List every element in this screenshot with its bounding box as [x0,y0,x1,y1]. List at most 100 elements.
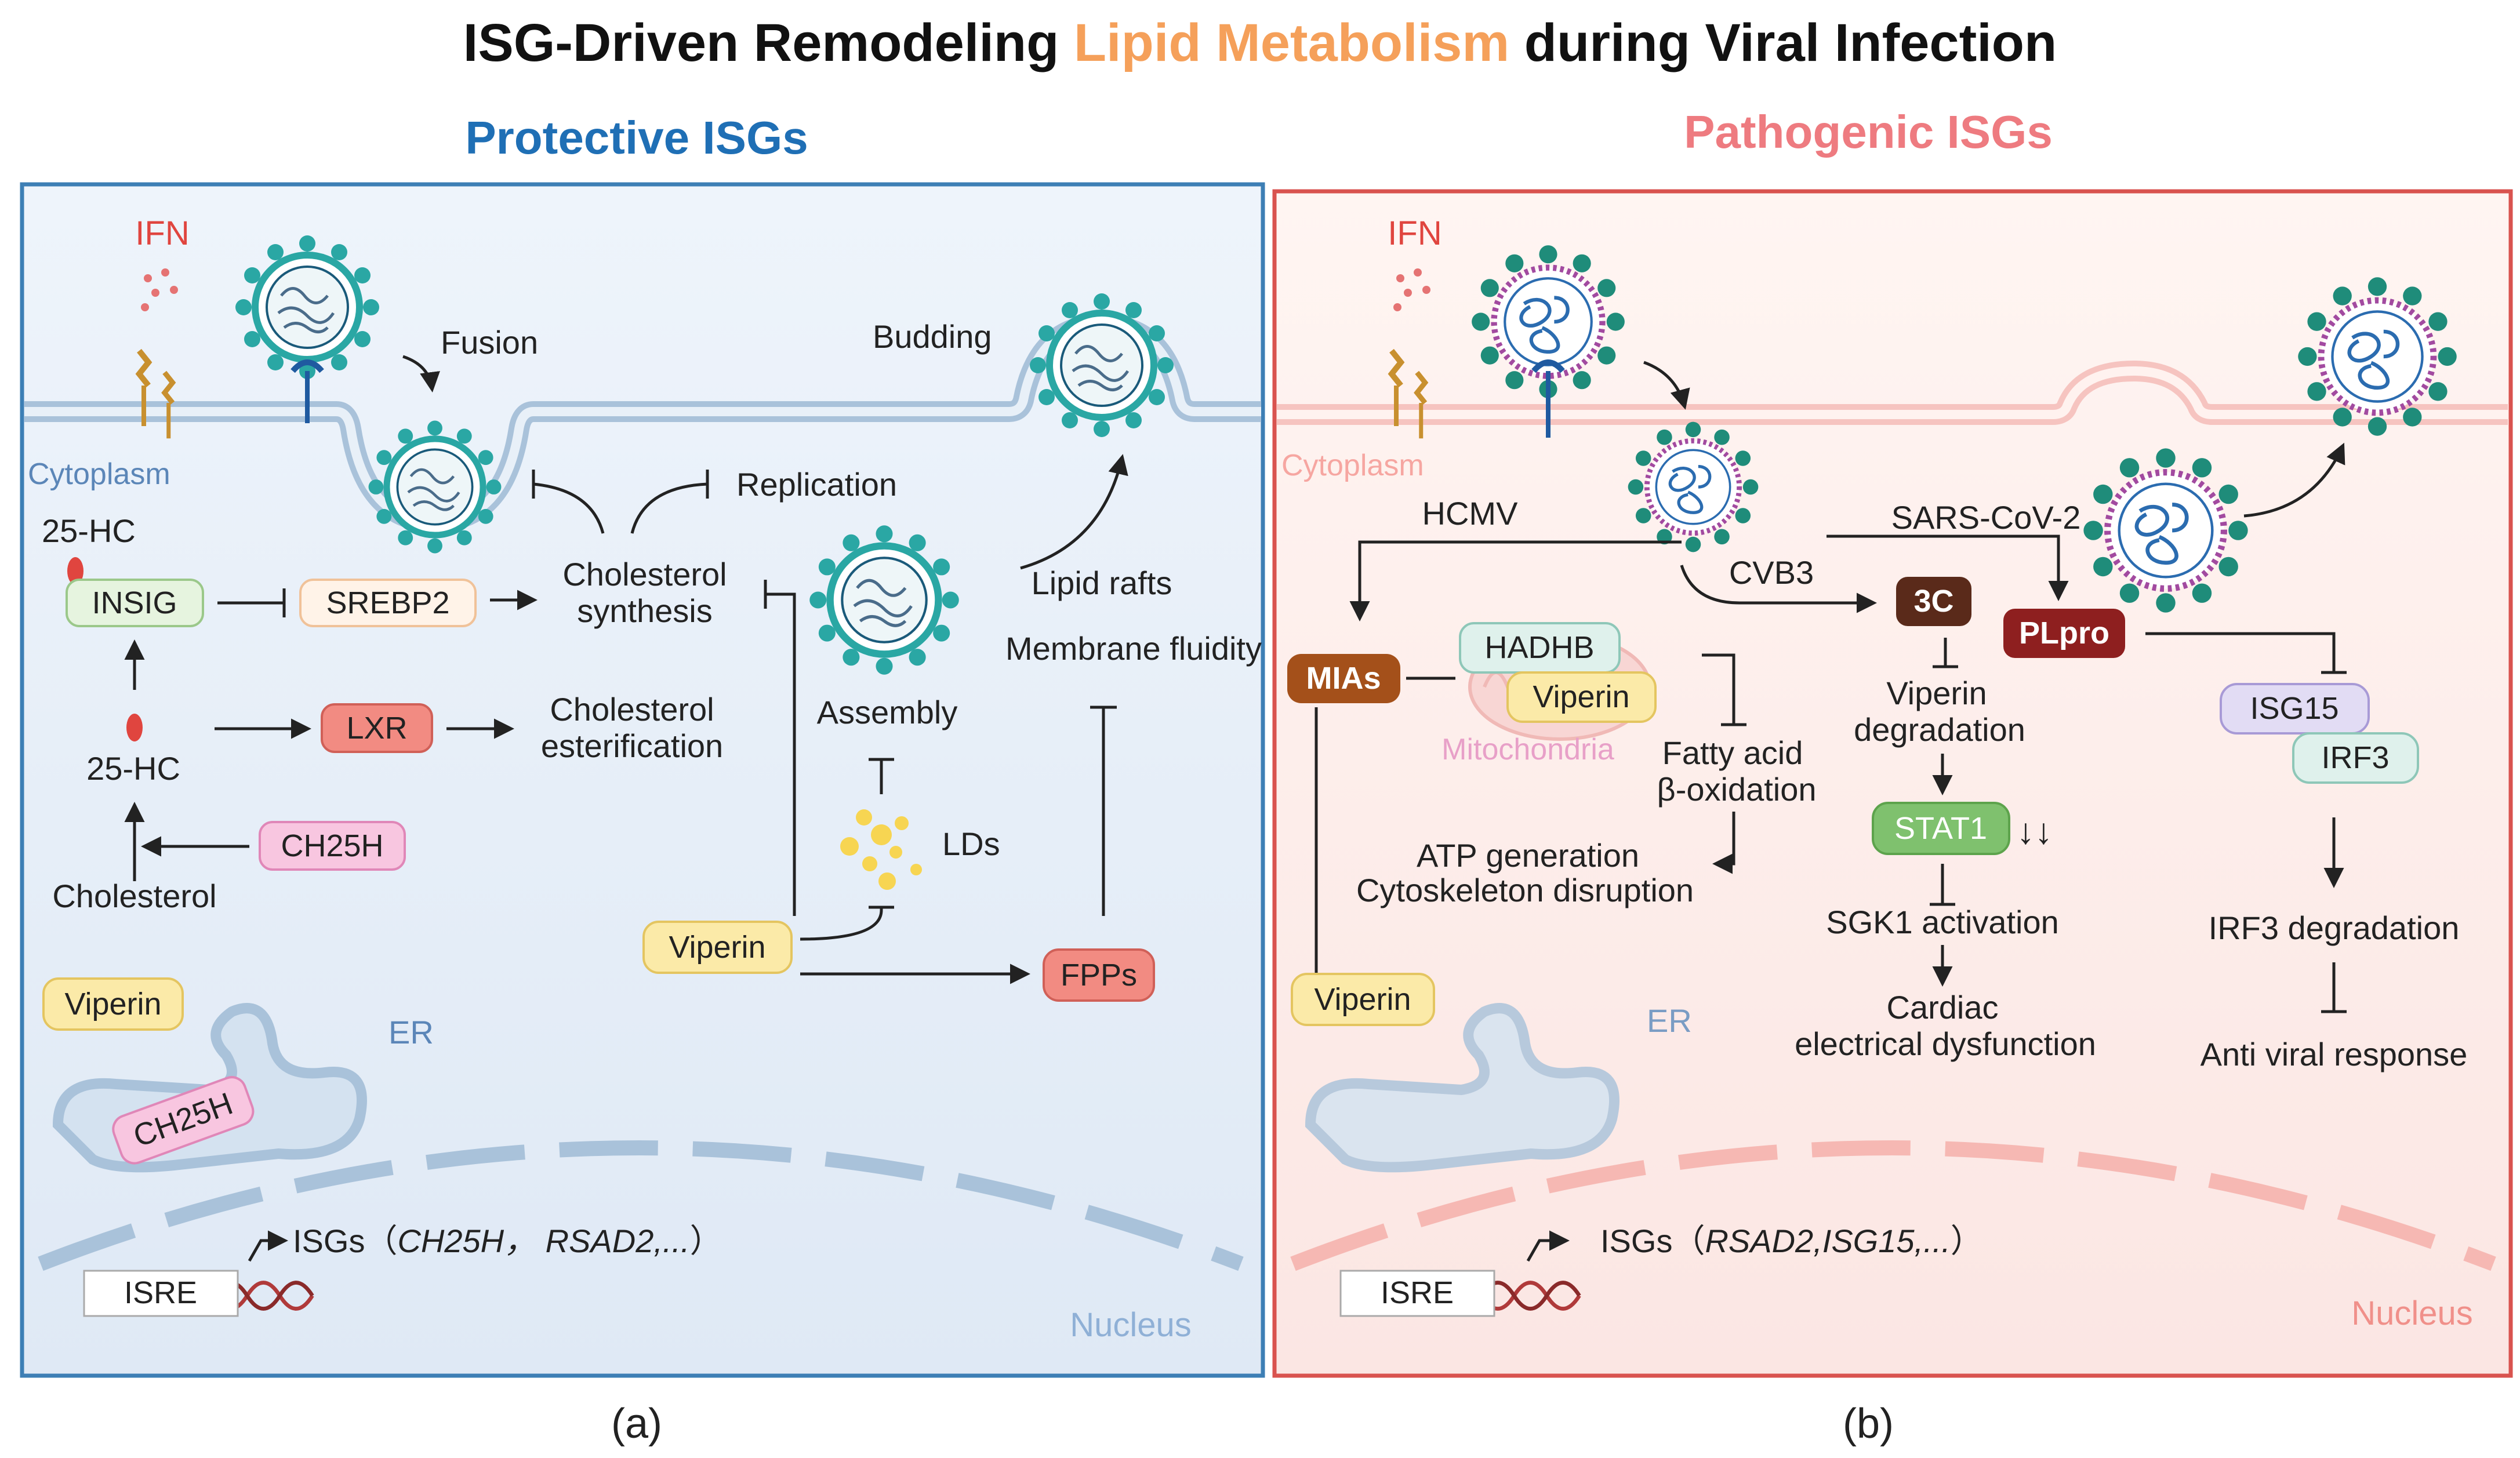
plpro-label: PLpro [2019,616,2109,650]
left-cytoplasm-label: Cytoplasm [28,457,170,491]
right-caption: (b) [1843,1401,1894,1447]
left-isgs-suffix: ） [690,1223,722,1259]
left-25hc-top-marker [67,557,83,585]
srebp2-box [299,579,477,627]
left-nuclear-envelope [38,1140,1244,1271]
left-ifn-dots [141,268,178,311]
right-isgs-prefix: ISGs（ [1600,1223,1705,1259]
right-isre-label: ISRE [1381,1275,1454,1310]
right-isgs-line: ISGs（RSAD2,ISG15,...） [1600,1223,1983,1259]
title-part-3: during Viral Infection [1509,13,2057,72]
left-25hc-top: 25-HC [42,512,136,549]
stat1-box [1872,802,2010,855]
atp-line-2: Cytoskeleton disruption [1356,872,1694,908]
viperin-deg-line-2: degradation [1854,711,2025,748]
left-25hc-mid-marker [126,714,143,741]
lxr-label: LXR [346,711,407,746]
right-er-shape [1305,1003,1620,1173]
figure-title: ISG-Driven Remodeling Lipid Metabolism d… [463,13,2057,72]
replication-label: Replication [736,466,897,503]
lds-icon [840,809,922,890]
fatty-acid-line-1: Fatty acid [1662,735,1803,771]
fpps-label: FPPs [1061,958,1137,992]
stat1-down-arrows: ↓↓ [2017,812,2053,852]
cvb3-label: CVB3 [1729,554,1814,591]
isg15-label: ISG15 [2250,691,2339,726]
mias-box [1287,654,1400,703]
chol-ester-line-1: Cholesterol [550,691,714,728]
cholesterol-label: Cholesterol [52,878,216,914]
irf3-box [2292,732,2419,784]
budding-label: Budding [873,318,992,355]
left-ch25h-er-box: CH25H [112,1076,255,1165]
hadhb-label: HADHB [1484,630,1594,665]
fatty-acid-line-2: β-oxidation [1657,771,1816,808]
left-25hc-mid: 25-HC [86,750,180,787]
left-isgs-prefix: ISGs（ [293,1223,397,1259]
right-isgs-suffix: ） [1951,1223,1983,1259]
mias-label: MIAs [1306,661,1381,696]
3c-box [1896,577,1971,626]
right-isgs-genes: RSAD2,ISG15,... [1705,1223,1950,1259]
isg15-box [2220,683,2370,735]
right-viperin-mito-box [1506,671,1657,723]
right-viperin-er-label: Viperin [1314,982,1411,1017]
right-nuclear-envelope [1290,1140,2496,1271]
3c-label: 3C [1913,584,1953,619]
ch25h-label: CH25H [281,828,383,863]
left-viperin-mid-label: Viperin [669,930,765,965]
chol-synthesis-line-1: Cholesterol [562,556,727,592]
left-nucleus-label: Nucleus [1070,1306,1192,1344]
right-er-label: ER [1647,1002,1692,1039]
mitochondria-label: Mitochondria [1441,733,1614,766]
title-accent: Lipid Metabolism [1074,13,1509,72]
right-panel-frame [1272,189,2513,1378]
left-isre-box [83,1270,239,1317]
right-panel-header: Pathogenic ISGs [1684,106,2053,158]
lipid-rafts-label: Lipid rafts [1032,565,1172,601]
stat1-label: STAT1 [1894,811,1987,846]
atp-line-1: ATP generation [1417,837,1639,874]
chol-ester-line-2: esterification [541,728,723,764]
right-ifn-label: IFN [1388,214,1441,252]
left-isgs-genes: CH25H， RSAD2,... [397,1223,689,1259]
left-viperin-mid-box [642,921,793,974]
left-isre-label: ISRE [124,1275,197,1310]
left-panel-header: Protective ISGs [465,112,808,163]
lxr-box [321,703,433,753]
fusion-label: Fusion [441,324,538,361]
insig-label: INSIG [92,586,177,620]
right-nucleus-label: Nucleus [2351,1295,2473,1332]
right-viperin-mito-label: Viperin [1533,679,1629,714]
right-isre-box [1339,1270,1495,1317]
left-viperin-er-box [42,977,184,1031]
left-caption: (a) [611,1401,662,1447]
srebp2-label: SREBP2 [326,586,449,620]
right-viperin-er-box [1291,973,1435,1026]
irf3-degradation-label: IRF3 degradation [2209,910,2460,946]
right-ifn-dots [1393,268,1430,311]
lds-label: LDs [942,826,1000,862]
chol-synthesis-line-2: synthesis [577,592,712,629]
right-cytoplasm-label: Cytoplasm [1281,449,1424,482]
plpro-box [2003,609,2125,658]
viperin-deg-line-1: Viperin [1886,675,1987,711]
sgk1-label: SGK1 activation [1826,904,2059,940]
ch25h-box [259,821,406,871]
cardiac-line-1: Cardiac [1887,989,1999,1026]
title-part-1: ISG-Driven Remodeling [463,13,1074,72]
insig-box [66,579,204,627]
irf3-label: IRF3 [2321,740,2389,775]
cardiac-line-2: electrical dysfunction [1795,1026,2096,1062]
membrane-fluidity-label: Membrane fluidity [1005,630,1262,667]
assembly-label: Assembly [817,694,958,730]
hcmv-label: HCMV [1422,495,1519,532]
left-ifn-label: IFN [135,214,189,252]
antiviral-response-label: Anti viral response [2201,1036,2468,1072]
left-isgs-line: ISGs（CH25H， RSAD2,...） [293,1223,722,1259]
fpps-box [1043,948,1155,1002]
left-er-label: ER [388,1014,434,1050]
left-viperin-er-label: Viperin [64,987,161,1021]
